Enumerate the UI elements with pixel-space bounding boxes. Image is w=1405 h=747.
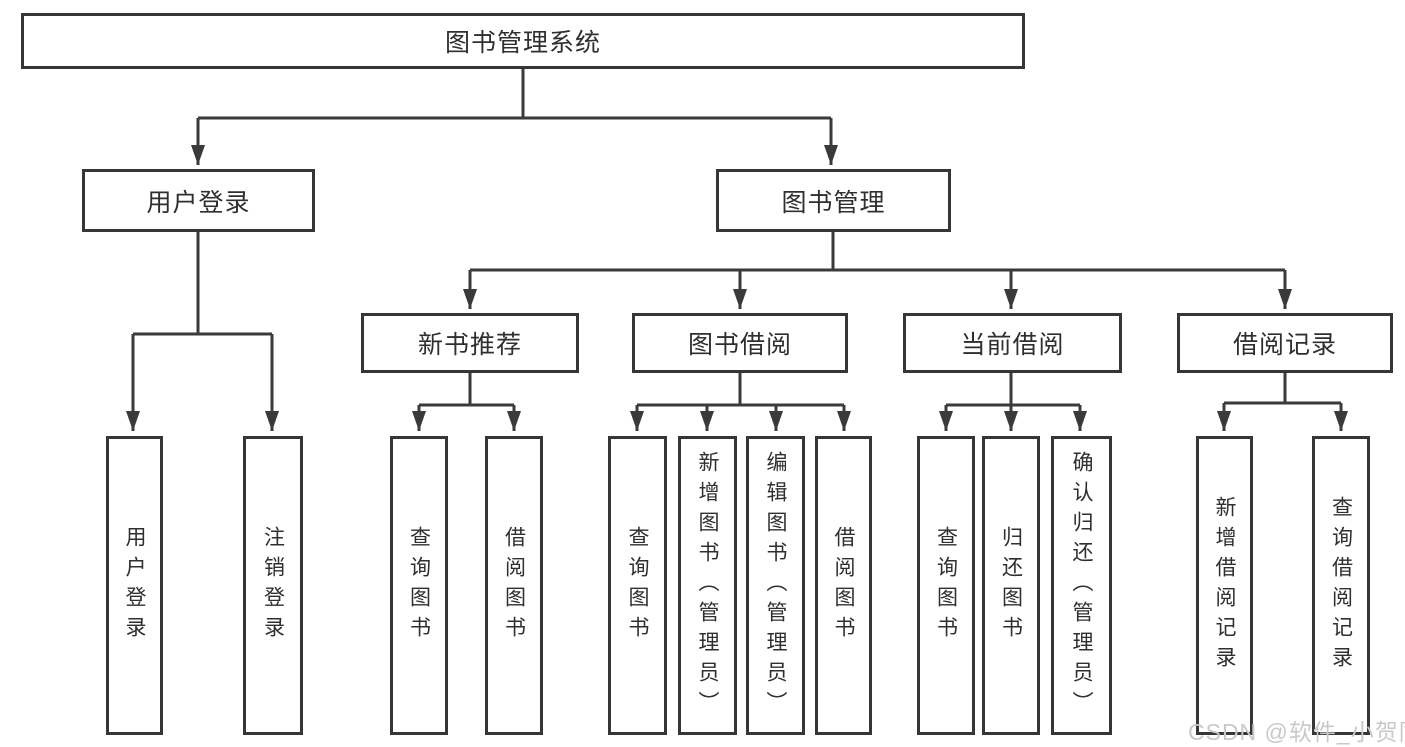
node-new-book-recommend: 新书推荐 (361, 313, 579, 373)
node-label: 新增借阅记录 (1213, 495, 1236, 676)
leaf-query-books-current: 查询图书 (917, 436, 975, 735)
node-label: 借阅图书 (502, 525, 526, 646)
node-book-borrow: 图书借阅 (632, 313, 848, 373)
node-root-system: 图书管理系统 (21, 13, 1025, 69)
node-label: 用户登录 (146, 188, 251, 217)
node-label: 用户登录 (123, 525, 146, 646)
node-borrow-record: 借阅记录 (1177, 313, 1393, 373)
node-label: 新书推荐 (417, 331, 522, 359)
leaf-query-books-recommend: 查询图书 (390, 436, 448, 735)
node-label: 借阅记录 (1232, 331, 1337, 359)
node-label: 确认归还（管理员） (1070, 450, 1093, 721)
node-label: 当前借阅 (960, 331, 1065, 359)
leaf-add-book-admin: 新增图书（管理员） (678, 436, 737, 735)
node-label: 归还图书 (999, 525, 1023, 646)
node-label: 图书管理 (781, 188, 886, 217)
node-label: 查询图书 (407, 525, 431, 646)
leaf-add-borrow-record: 新增借阅记录 (1196, 436, 1253, 735)
node-label: 借阅图书 (832, 525, 855, 646)
leaf-return-books: 归还图书 (982, 436, 1040, 735)
leaf-query-borrow-record: 查询借阅记录 (1312, 436, 1370, 735)
node-label: 查询图书 (626, 525, 649, 646)
node-user-login: 用户登录 (82, 169, 315, 232)
csdn-watermark: CSDN @软件_小贺同学 (1188, 719, 1405, 745)
node-label: 图书借阅 (687, 331, 792, 359)
node-current-borrow: 当前借阅 (903, 313, 1122, 373)
leaf-borrow-books-recommend: 借阅图书 (485, 436, 543, 735)
node-label: 编辑图书（管理员） (764, 450, 787, 721)
leaf-query-books-borrow: 查询图书 (608, 436, 667, 735)
leaf-confirm-return-admin: 确认归还（管理员） (1051, 436, 1112, 735)
node-label: 查询借阅记录 (1329, 495, 1353, 676)
node-label: 注销登录 (261, 525, 285, 646)
leaf-logout: 注销登录 (243, 436, 303, 735)
leaf-user-login: 用户登录 (106, 436, 163, 735)
node-book-management: 图书管理 (716, 169, 951, 232)
node-label: 新增图书（管理员） (696, 450, 719, 721)
node-label: 查询图书 (934, 525, 958, 646)
node-label: 图书管理系统 (444, 29, 601, 57)
leaf-edit-book-admin: 编辑图书（管理员） (746, 436, 805, 735)
leaf-borrow-books: 借阅图书 (815, 436, 872, 735)
